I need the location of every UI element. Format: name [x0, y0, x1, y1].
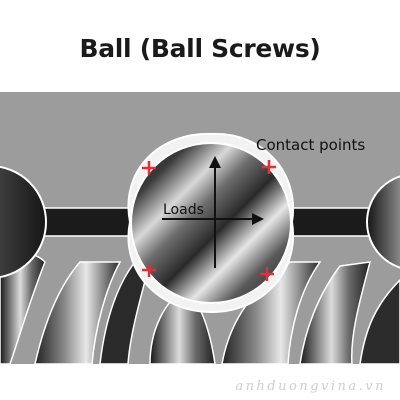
contact-point-marker — [262, 160, 276, 174]
right-ball — [366, 175, 400, 269]
page-title: Ball (Ball Screws) — [79, 34, 321, 63]
contact-point-marker — [142, 161, 156, 175]
contact-point-markers — [142, 160, 276, 281]
screw-threads — [0, 253, 400, 364]
watermark: anhduongvina.vn — [235, 379, 386, 394]
contact-point-marker — [260, 267, 274, 281]
central-ball — [130, 142, 292, 304]
loads-label: Loads — [163, 202, 204, 218]
left-ball — [0, 165, 47, 279]
contact-points-label: Contact points — [256, 136, 365, 154]
contact-point-marker — [142, 263, 156, 277]
load-arrows — [162, 156, 264, 268]
